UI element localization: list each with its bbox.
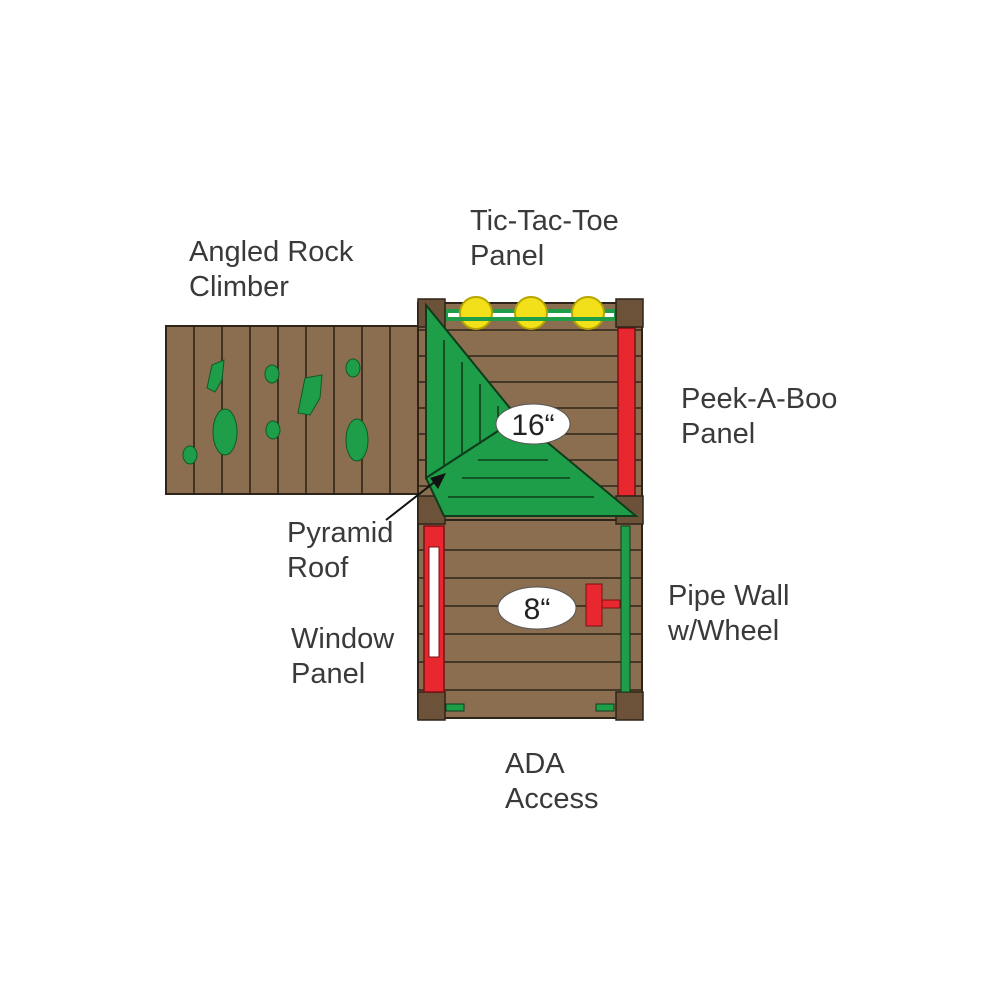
window-panel-label-line-2: Panel	[291, 658, 366, 690]
upper-deck-height: 16“	[511, 409, 554, 442]
window-panel-label: Window Panel	[291, 622, 394, 692]
pyramid-roof-label-line-2: Roof	[287, 552, 349, 584]
pipe-wall-label: Pipe Wall w/Wheel	[668, 579, 789, 649]
pipe-wall	[585, 525, 631, 693]
climbing-rock	[182, 445, 198, 465]
climbing-rock	[265, 420, 281, 440]
climbing-rock	[345, 358, 361, 378]
peek-a-boo-label-line-2: Panel	[681, 418, 756, 450]
window-panel	[423, 525, 445, 693]
ada-access-bars	[445, 703, 615, 712]
lower-deck-height-badge: 8“	[497, 586, 577, 630]
tic-tac-toe-spinner	[571, 296, 605, 330]
peek-a-boo-label: Peek-A-Boo Panel	[681, 382, 837, 452]
post	[615, 691, 644, 721]
rock-climber-label-line-1: Angled Rock	[189, 236, 354, 268]
ada-access-label-line-2: Access	[505, 783, 599, 815]
ada-access-label-line-1: ADA	[505, 748, 565, 780]
tic-tac-toe-panel	[444, 296, 618, 330]
peek-a-boo-panel	[617, 327, 636, 497]
pyramid-roof-pointer	[385, 473, 446, 521]
climbing-rock	[264, 364, 280, 384]
upper-deck-height-badge: 16“	[495, 403, 571, 445]
rock-climber-label: Angled Rock Climber	[189, 235, 353, 305]
tic-tac-toe-spinner	[514, 296, 548, 330]
lower-deck-height: 8“	[524, 593, 551, 626]
steering-wheel-icon	[585, 583, 603, 627]
post	[417, 691, 446, 721]
rock-climber	[165, 325, 429, 495]
peek-a-boo-label-line-1: Peek-A-Boo	[681, 383, 838, 415]
pipe-wall-label-line-2: w/Wheel	[668, 615, 780, 647]
pyramid-roof-label: Pyramid Roof	[287, 516, 393, 586]
ada-access-label: ADA Access	[505, 747, 598, 817]
pyramid-roof-label-line-1: Pyramid	[287, 517, 394, 549]
climbing-rock	[212, 408, 238, 456]
climbing-rock	[297, 374, 323, 416]
climbing-rock	[206, 359, 225, 393]
rock-climber-label-line-2: Climber	[189, 271, 289, 303]
tic-tac-toe-label-line-2: Panel	[470, 240, 545, 272]
climbing-rock	[345, 418, 369, 462]
post	[615, 298, 644, 328]
window-panel-label-line-1: Window	[291, 623, 395, 655]
tic-tac-toe-spinner	[459, 296, 493, 330]
pyramid-roof	[424, 302, 639, 517]
tic-tac-toe-label-line-1: Tic-Tac-Toe	[470, 205, 619, 237]
tic-tac-toe-label: Tic-Tac-Toe Panel	[470, 204, 619, 274]
pipe-wall-label-line-1: Pipe Wall	[668, 580, 790, 612]
